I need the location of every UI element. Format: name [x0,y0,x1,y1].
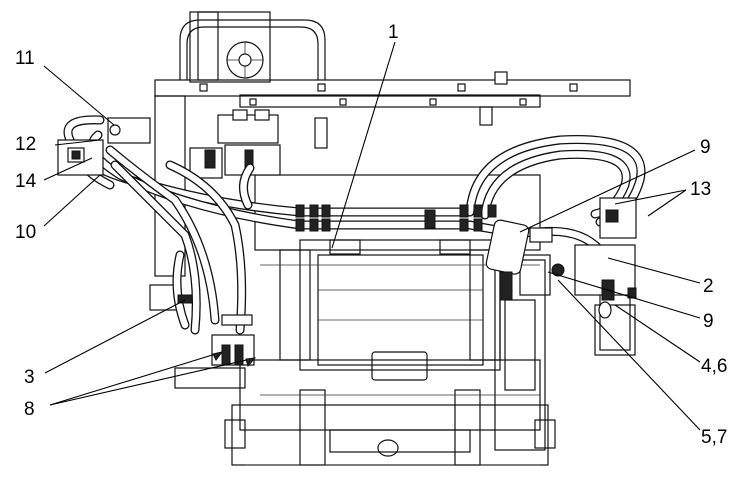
callout-11: 11 [15,48,35,69]
callout-9-upper: 9 [700,137,711,158]
callout-12: 12 [15,134,36,155]
callout-13: 13 [690,179,711,200]
callout-5-7: 5,7 [701,427,727,448]
callout-2: 2 [703,276,714,297]
upper-frame [154,11,631,277]
callout-10: 10 [15,222,36,243]
callout-8: 8 [24,399,35,420]
leader-lines [43,41,701,431]
callout-9-lower: 9 [703,311,714,332]
fittings [57,117,637,366]
callout-4-6: 4,6 [701,356,727,377]
hose-bundle [63,115,646,335]
callout-14: 14 [15,171,37,192]
callout-1: 1 [388,22,399,43]
valve-block [189,109,281,179]
central-body [149,174,636,466]
callout-3: 3 [24,367,35,388]
callout-labels: 1 11 12 14 10 9 13 2 9 4,6 5,7 3 8 [15,22,727,448]
